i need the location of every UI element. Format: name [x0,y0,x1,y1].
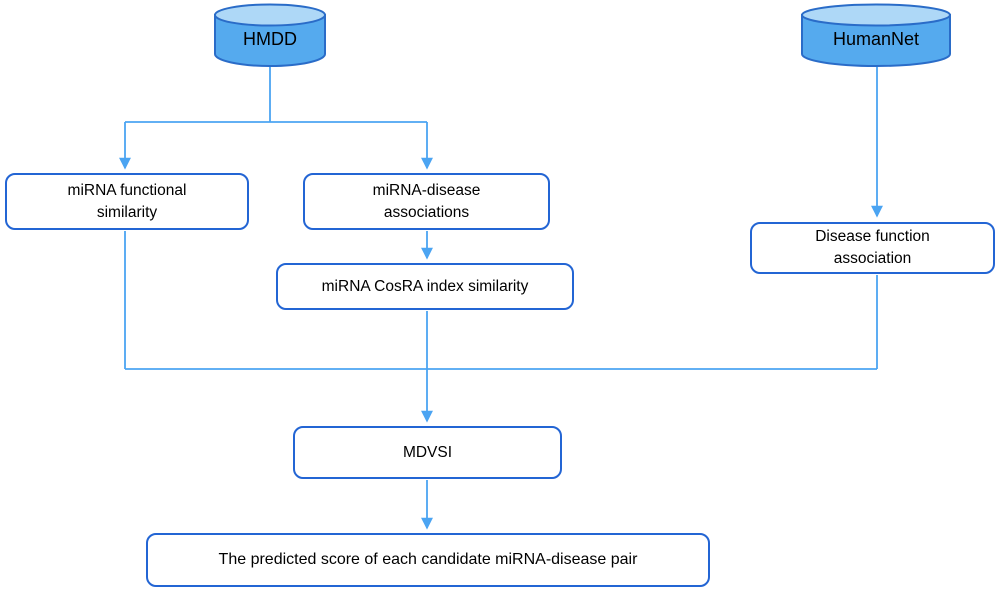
hmdd-label: HMDD [243,29,297,49]
node-label: The predicted score of each candidate mi… [218,550,638,568]
node-hmdd-database: HMDD [213,3,327,67]
node-humannet-database: HumanNet [800,3,952,67]
database-cylinder-icon [214,3,326,67]
database-cylinder-icon [801,3,951,67]
node-mdvsi: MDVSI [293,426,562,479]
node-label: MDVSI [402,443,453,461]
node-label: Disease function association [815,228,930,267]
humannet-label: HumanNet [832,29,920,49]
node-label: miRNA functional similarity [67,181,187,221]
node-label: miRNA CosRA index similarity [321,277,529,295]
node-label: miRNA-disease associations [372,181,481,221]
node-mirna-functional-similarity: miRNA functional similarity [5,173,249,230]
node-disease-function-association: Disease function association [750,222,995,274]
node-mirna-cosra-index-similarity: miRNA CosRA index similarity [276,263,574,310]
node-mirna-disease-associations: miRNA-disease associations [303,173,550,230]
node-predicted-score: The predicted score of each candidate mi… [146,533,710,587]
